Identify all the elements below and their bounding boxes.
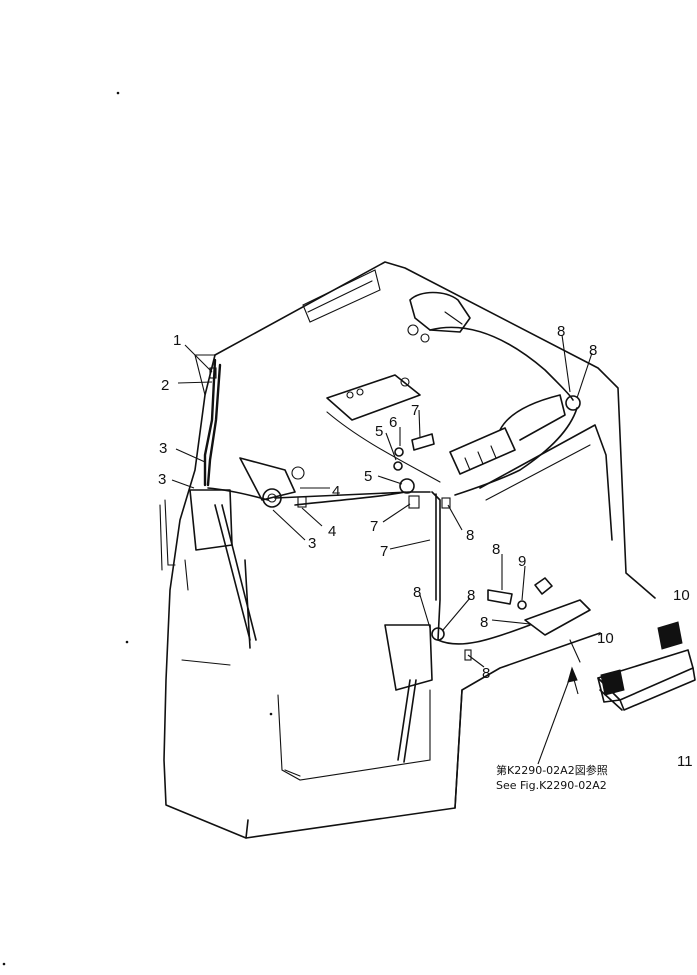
callout-1: 7	[380, 543, 388, 560]
callout-8: 1	[173, 332, 181, 349]
callout-8: 8	[466, 527, 474, 544]
callout-8: 8	[482, 665, 490, 682]
wiper-assembly-center	[384, 624, 445, 763]
cap-4-lower	[600, 669, 625, 696]
roof-motor	[407, 291, 471, 343]
callout-4: 10	[597, 630, 614, 647]
callout-6: 8	[467, 587, 475, 604]
callout-7: 4	[332, 483, 340, 500]
reference-arrowhead	[567, 666, 578, 683]
callout-numbers: 1 2 3 3 3 4 4 5 5 6 7 7 7 8 8 8 8 8 8 8 …	[158, 323, 693, 770]
connector-bracket	[326, 374, 421, 421]
callout-4: 10	[673, 587, 690, 604]
callout-11: 9	[518, 553, 526, 570]
callout-10: 8	[492, 541, 500, 558]
bolt-lower	[487, 577, 553, 610]
callout-8: 8	[557, 323, 565, 340]
callout-11: 6	[389, 414, 397, 431]
reference-note: 第K2290-02A2図参照 See Fig.K2290-02A2	[496, 763, 608, 792]
specks	[2, 91, 273, 966]
clamps	[209, 367, 581, 661]
callout-8: 8	[480, 614, 488, 631]
wiper-assembly-left	[159, 457, 305, 649]
wiring-harness	[203, 326, 578, 645]
switch-panel	[449, 394, 566, 475]
callout-5: 3	[158, 471, 166, 488]
callout-5: 8	[413, 584, 421, 601]
cap-4-upper	[657, 621, 683, 650]
callout-7: 5	[364, 468, 372, 485]
cab-body	[163, 261, 656, 839]
reference-note-english: See Fig.K2290-02A2	[496, 779, 607, 792]
callout-3: 7	[370, 518, 378, 535]
leader-lines	[171, 334, 593, 765]
reference-note-japanese: 第K2290-02A2図参照	[496, 763, 608, 777]
callout-8: 4	[328, 523, 336, 540]
bolt-upper	[393, 433, 435, 471]
callout-9: 5	[375, 423, 383, 440]
lower-switch-harness	[524, 599, 591, 663]
callout-3: 2	[161, 377, 169, 394]
callout-2: 11	[677, 753, 693, 770]
callout-7: 8	[589, 342, 597, 359]
callout-10: 7	[411, 402, 419, 419]
callout-3: 3	[308, 535, 316, 552]
callout-8: 3	[159, 440, 167, 457]
